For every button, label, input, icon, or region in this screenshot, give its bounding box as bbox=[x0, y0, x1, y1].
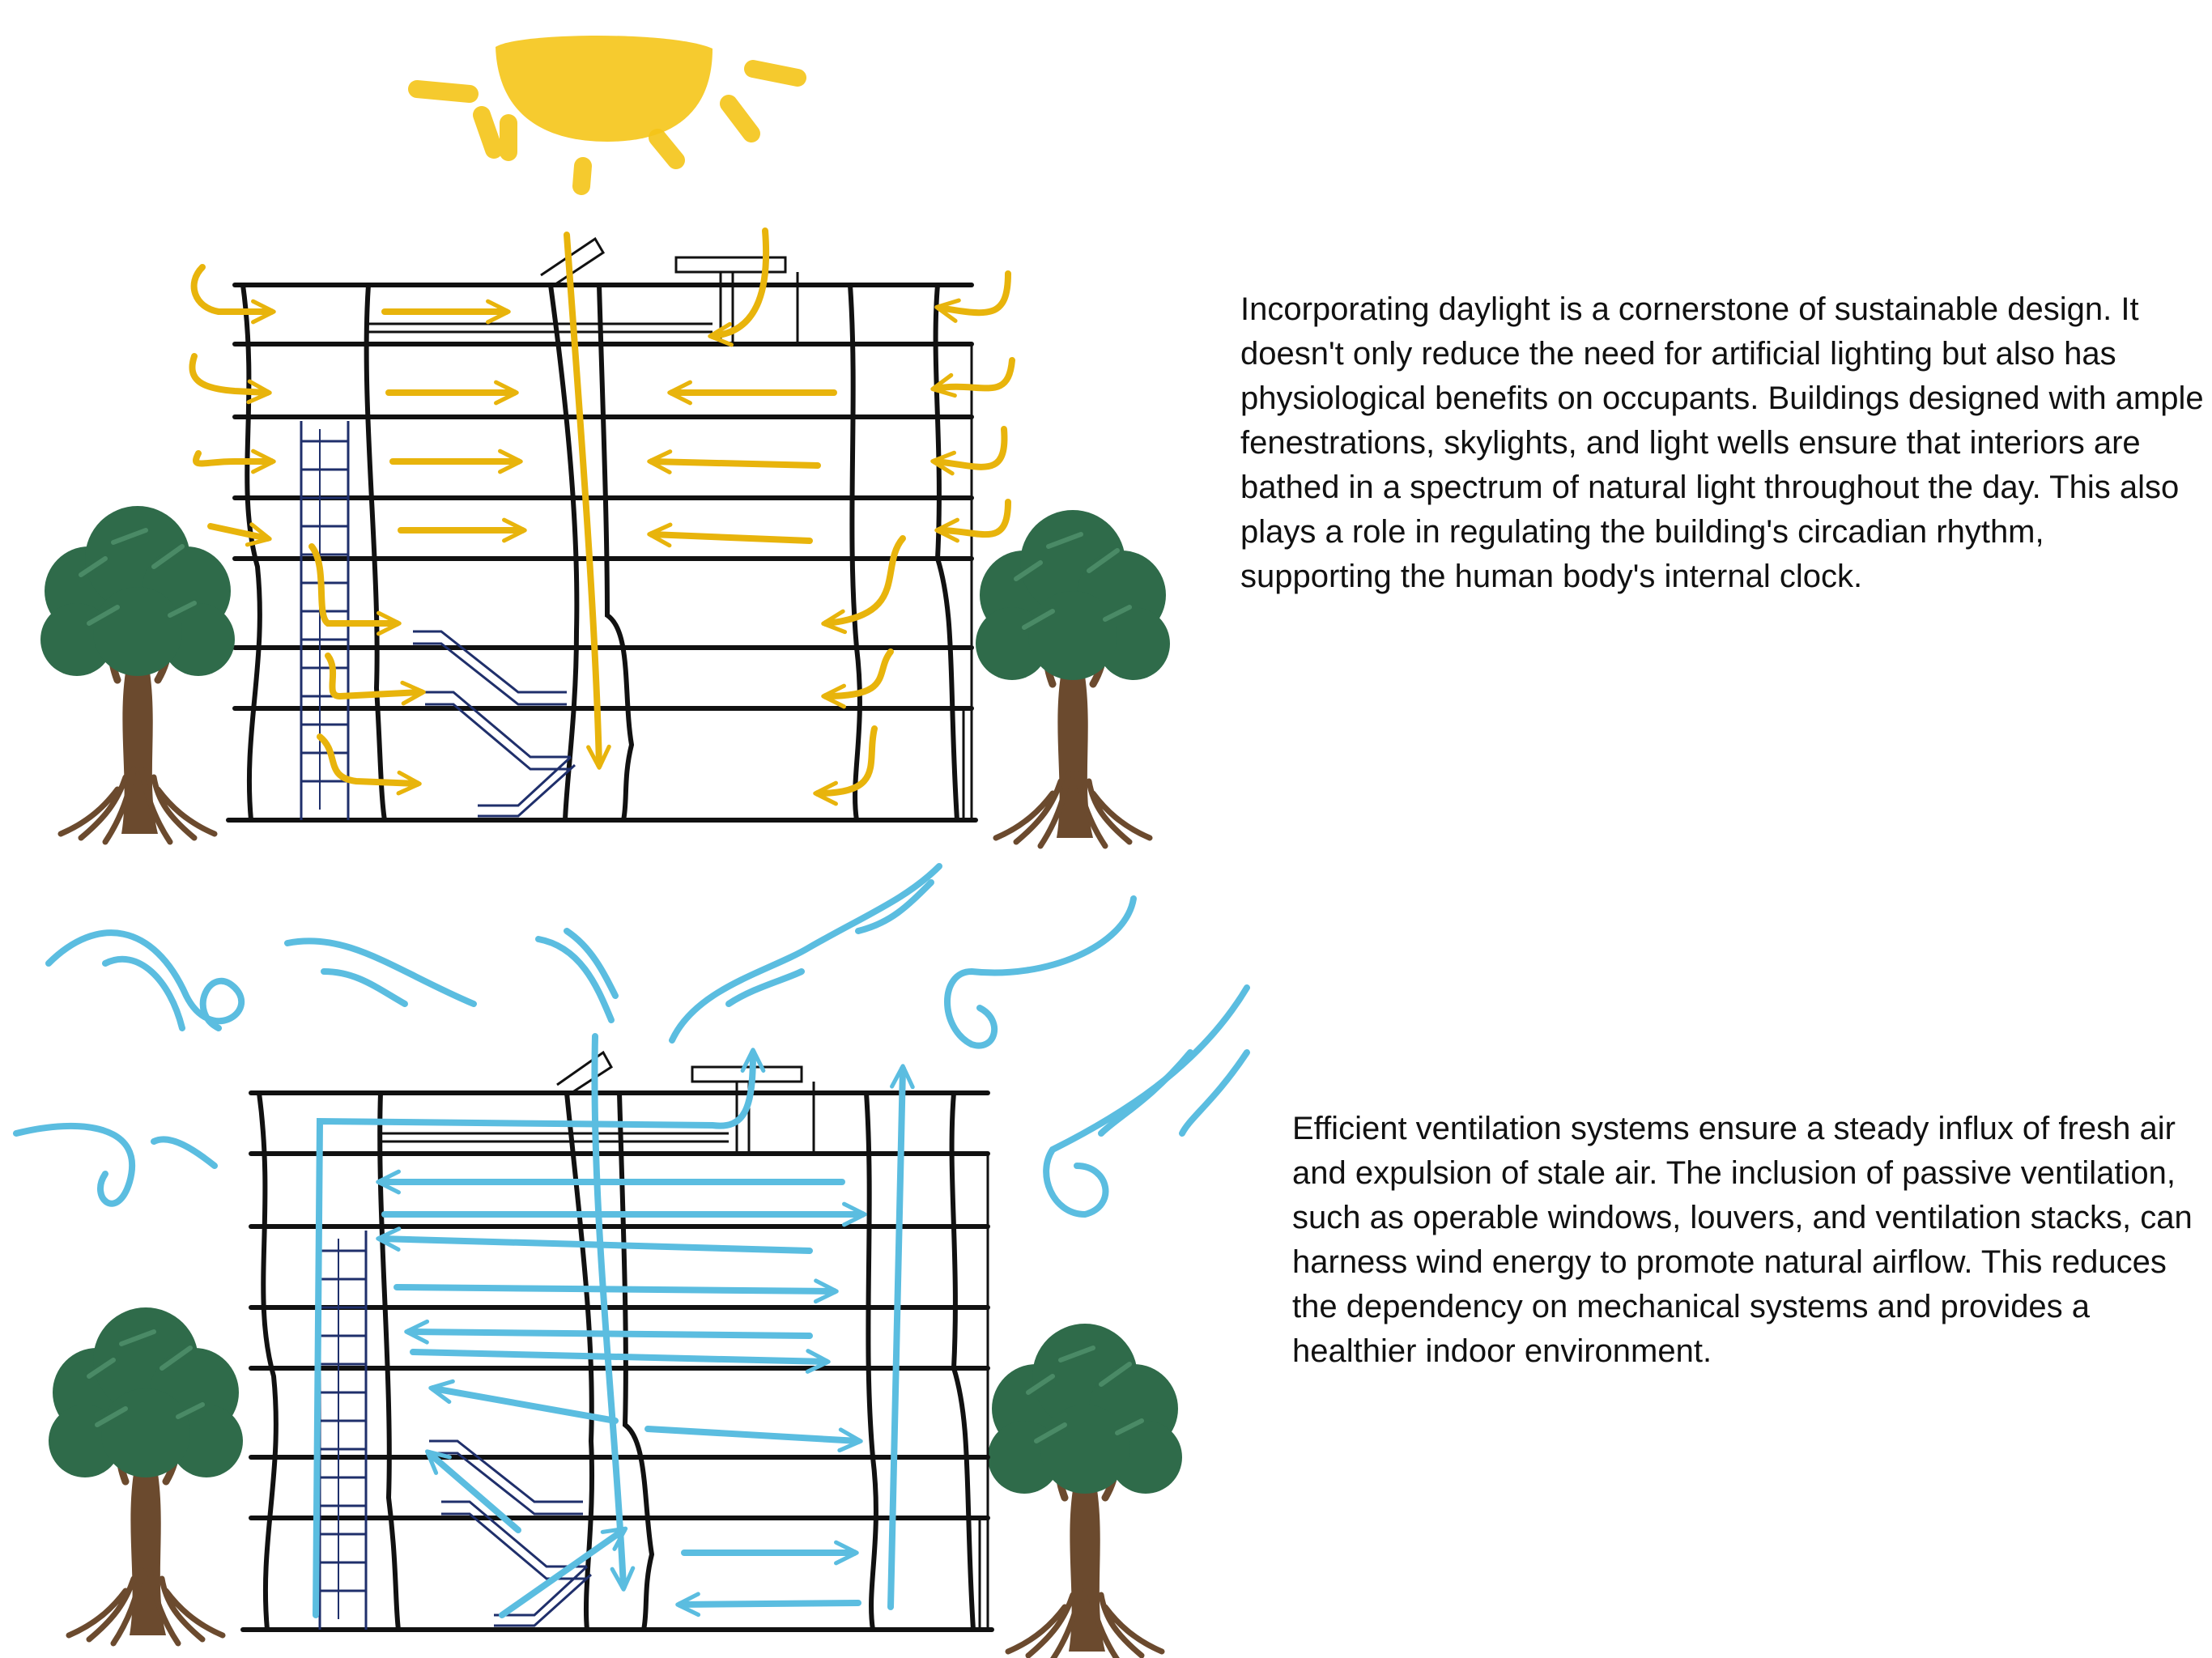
ventilation-caption: Efficient ventilation systems ensure a s… bbox=[1292, 1111, 2193, 1369]
tree-icon bbox=[988, 1324, 1182, 1658]
daylight-arrows bbox=[189, 227, 1015, 806]
stair-ladder bbox=[318, 1231, 368, 1630]
tree-icon bbox=[40, 506, 235, 842]
wind-swirl-icon bbox=[13, 863, 1250, 1218]
building-section-ventilation bbox=[240, 1033, 994, 1632]
sun-icon bbox=[408, 36, 806, 195]
tree-icon bbox=[49, 1307, 243, 1643]
escalator bbox=[429, 1439, 593, 1627]
building-section-daylight bbox=[189, 227, 1015, 823]
tree-icon bbox=[976, 510, 1170, 846]
daylight-caption: Incorporating daylight is a cornerstone … bbox=[1240, 291, 2204, 594]
airflow-arrows bbox=[313, 1033, 915, 1618]
escalator bbox=[413, 630, 576, 818]
